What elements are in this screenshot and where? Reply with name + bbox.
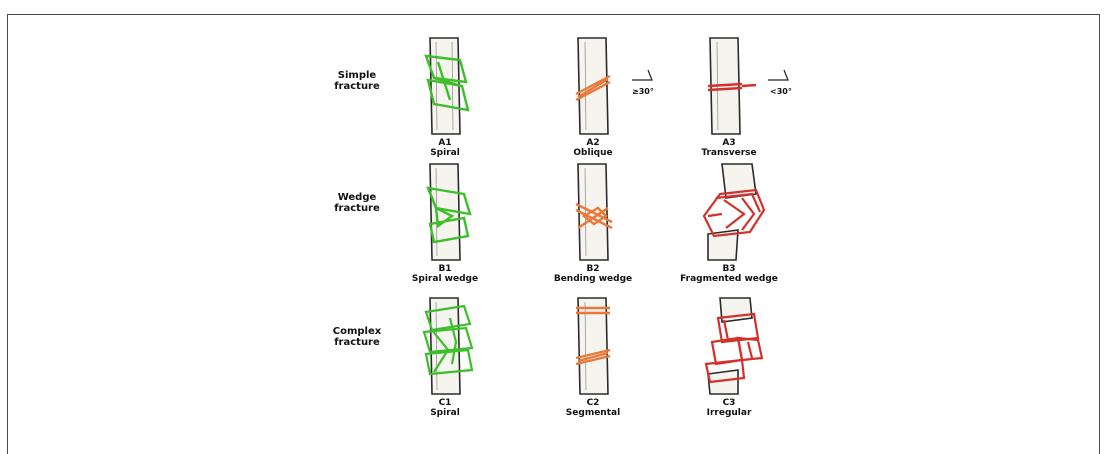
b2-bending-wedge-fracture-illustration	[528, 164, 658, 260]
a1-code: A1	[380, 138, 510, 148]
cell-b3: B3 Fragmented wedge	[664, 164, 794, 292]
c2-code: C2	[528, 398, 658, 408]
b2-code: B2	[528, 264, 658, 274]
a3-transverse-fracture-illustration: <30°	[664, 38, 794, 134]
cell-a3: <30° A3 Transverse	[664, 38, 794, 166]
cell-c3: C3 Irregular	[664, 298, 794, 426]
cell-b2: B2 Bending wedge	[528, 164, 658, 292]
b3-fragmented-wedge-fracture-illustration	[664, 164, 794, 260]
a2-angle-label: ≥30°	[632, 87, 654, 96]
b3-code: B3	[664, 264, 794, 274]
cell-c2: C2 Segmental	[528, 298, 658, 426]
a1-spiral-fracture-illustration	[380, 38, 510, 134]
a3-angle-label: <30°	[770, 87, 792, 96]
fracture-classification-diagram: Simple fracture Wedge fracture Complex f…	[320, 26, 810, 441]
cell-a2: ≥30° A2 Oblique	[528, 38, 658, 166]
a2-oblique-fracture-illustration: ≥30°	[528, 38, 658, 134]
a2-name: Oblique	[528, 148, 658, 158]
angle-symbol-icon	[632, 70, 652, 80]
a2-code: A2	[528, 138, 658, 148]
cell-b1: B1 Spiral wedge	[380, 164, 510, 292]
c2-segmental-fracture-illustration	[528, 298, 658, 394]
b2-name: Bending wedge	[528, 274, 658, 284]
c1-complex-spiral-fracture-illustration	[380, 298, 510, 394]
b3-name: Fragmented wedge	[664, 274, 794, 284]
cell-a1: A1 Spiral	[380, 38, 510, 166]
c3-name: Irregular	[664, 408, 794, 418]
c1-name: Spiral	[380, 408, 510, 418]
cell-c1: C1 Spiral	[380, 298, 510, 426]
a1-name: Spiral	[380, 148, 510, 158]
c3-irregular-fracture-illustration	[664, 298, 794, 394]
b1-name: Spiral wedge	[380, 274, 510, 284]
c1-code: C1	[380, 398, 510, 408]
a3-code: A3	[664, 138, 794, 148]
c3-code: C3	[664, 398, 794, 408]
c2-name: Segmental	[528, 408, 658, 418]
angle-symbol-icon	[768, 70, 788, 80]
b1-code: B1	[380, 264, 510, 274]
b1-spiral-wedge-fracture-illustration	[380, 164, 510, 260]
a3-name: Transverse	[664, 148, 794, 158]
